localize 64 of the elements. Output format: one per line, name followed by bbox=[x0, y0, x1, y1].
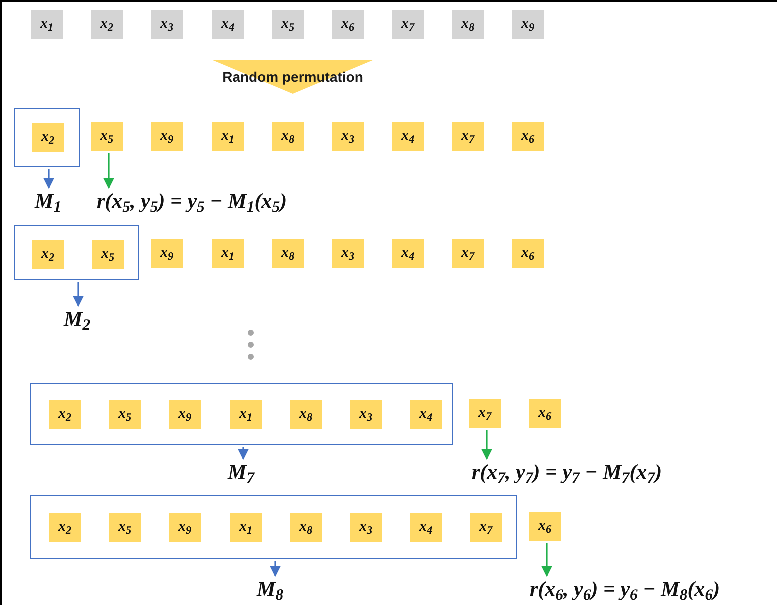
variable-tile: x$_{6}$ bbox=[512, 239, 544, 268]
variable-tile: x$_{5}$ bbox=[109, 400, 141, 429]
variable-tile: x$_{3}$ bbox=[332, 122, 364, 151]
variable-tile: x$_{5}$ bbox=[91, 122, 123, 151]
variable-tile: x$_{6}$ bbox=[529, 512, 561, 541]
variable-tile: x$_{3}$ bbox=[350, 513, 382, 542]
variable-tile: x$_{7}$ bbox=[469, 399, 501, 428]
model-label: M$_{8}$ bbox=[257, 574, 284, 605]
permutation-arrow bbox=[212, 60, 374, 94]
variable-tile: x$_{6}$ bbox=[512, 122, 544, 151]
group-frame bbox=[14, 225, 139, 280]
variable-tile: x$_{9}$ bbox=[512, 10, 544, 39]
variable-tile: x$_{8}$ bbox=[290, 400, 322, 429]
arrow bbox=[103, 153, 115, 190]
variable-tile: x$_{7}$ bbox=[452, 239, 484, 268]
variable-tile: x$_{9}$ bbox=[151, 122, 183, 151]
arrow bbox=[270, 561, 282, 578]
arrow bbox=[43, 169, 55, 190]
variable-tile: x$_{4}$ bbox=[410, 513, 442, 542]
variable-tile: x$_{8}$ bbox=[272, 239, 304, 268]
variable-tile: x$_{9}$ bbox=[151, 239, 183, 268]
variable-tile: x$_{4}$ bbox=[392, 239, 424, 268]
variable-tile: x$_{2}$ bbox=[91, 10, 123, 39]
group-frame bbox=[30, 495, 517, 559]
model-label: M$_{2}$ bbox=[64, 304, 91, 336]
variable-tile: x$_{6}$ bbox=[332, 10, 364, 39]
variable-tile: x$_{3}$ bbox=[350, 400, 382, 429]
model-label: r(x$_{6}$, y$_{6}$) = y$_{6}$ − M$_{8}$(x$_{6}$) bbox=[530, 574, 720, 605]
variable-tile: x$_{1}$ bbox=[31, 10, 63, 39]
variable-tile: x$_{5}$ bbox=[92, 240, 124, 269]
arrow bbox=[72, 282, 84, 308]
variable-tile: x$_{8}$ bbox=[452, 10, 484, 39]
arrow bbox=[541, 543, 553, 578]
variable-tile: x$_{1}$ bbox=[230, 400, 262, 429]
variable-tile: x$_{4}$ bbox=[212, 10, 244, 39]
variable-tile: x$_{1}$ bbox=[212, 239, 244, 268]
variable-tile: x$_{8}$ bbox=[272, 122, 304, 151]
variable-tile: x$_{5}$ bbox=[272, 10, 304, 39]
model-label: M$_{1}$ bbox=[35, 186, 62, 218]
arrow bbox=[238, 447, 250, 460]
variable-tile: x$_{3}$ bbox=[151, 10, 183, 39]
variable-tile: x$_{2}$ bbox=[49, 513, 81, 542]
variable-tile: x$_{1}$ bbox=[230, 513, 262, 542]
variable-tile: x$_{5}$ bbox=[109, 513, 141, 542]
group-frame bbox=[14, 108, 80, 167]
variable-tile: x$_{7}$ bbox=[392, 10, 424, 39]
model-label: r(x$_{5}$, y$_{5}$) = y$_{5}$ − M$_{1}$(x$_{5}$) bbox=[97, 186, 288, 218]
variable-tile: x$_{9}$ bbox=[169, 513, 201, 542]
variable-tile: x$_{7}$ bbox=[452, 122, 484, 151]
group-frame bbox=[30, 383, 453, 445]
variable-tile: x$_{7}$ bbox=[470, 513, 502, 542]
variable-tile: x$_{2}$ bbox=[32, 240, 64, 269]
variable-tile: x$_{2}$ bbox=[49, 400, 81, 429]
variable-tile: x$_{8}$ bbox=[290, 513, 322, 542]
variable-tile: x$_{4}$ bbox=[410, 400, 442, 429]
variable-tile: x$_{9}$ bbox=[169, 400, 201, 429]
arrow bbox=[481, 430, 493, 460]
variable-tile: x$_{4}$ bbox=[392, 122, 424, 151]
variable-tile: x$_{6}$ bbox=[529, 399, 561, 428]
variable-tile: x$_{1}$ bbox=[212, 122, 244, 151]
variable-tile: x$_{2}$ bbox=[32, 123, 64, 152]
model-label: M$_{7}$ bbox=[228, 457, 255, 488]
model-label: r(x$_{7}$, y$_{7}$) = y$_{7}$ − M$_{7}$(x$_{7}$) bbox=[472, 457, 662, 488]
variable-tile: x$_{3}$ bbox=[332, 239, 364, 268]
